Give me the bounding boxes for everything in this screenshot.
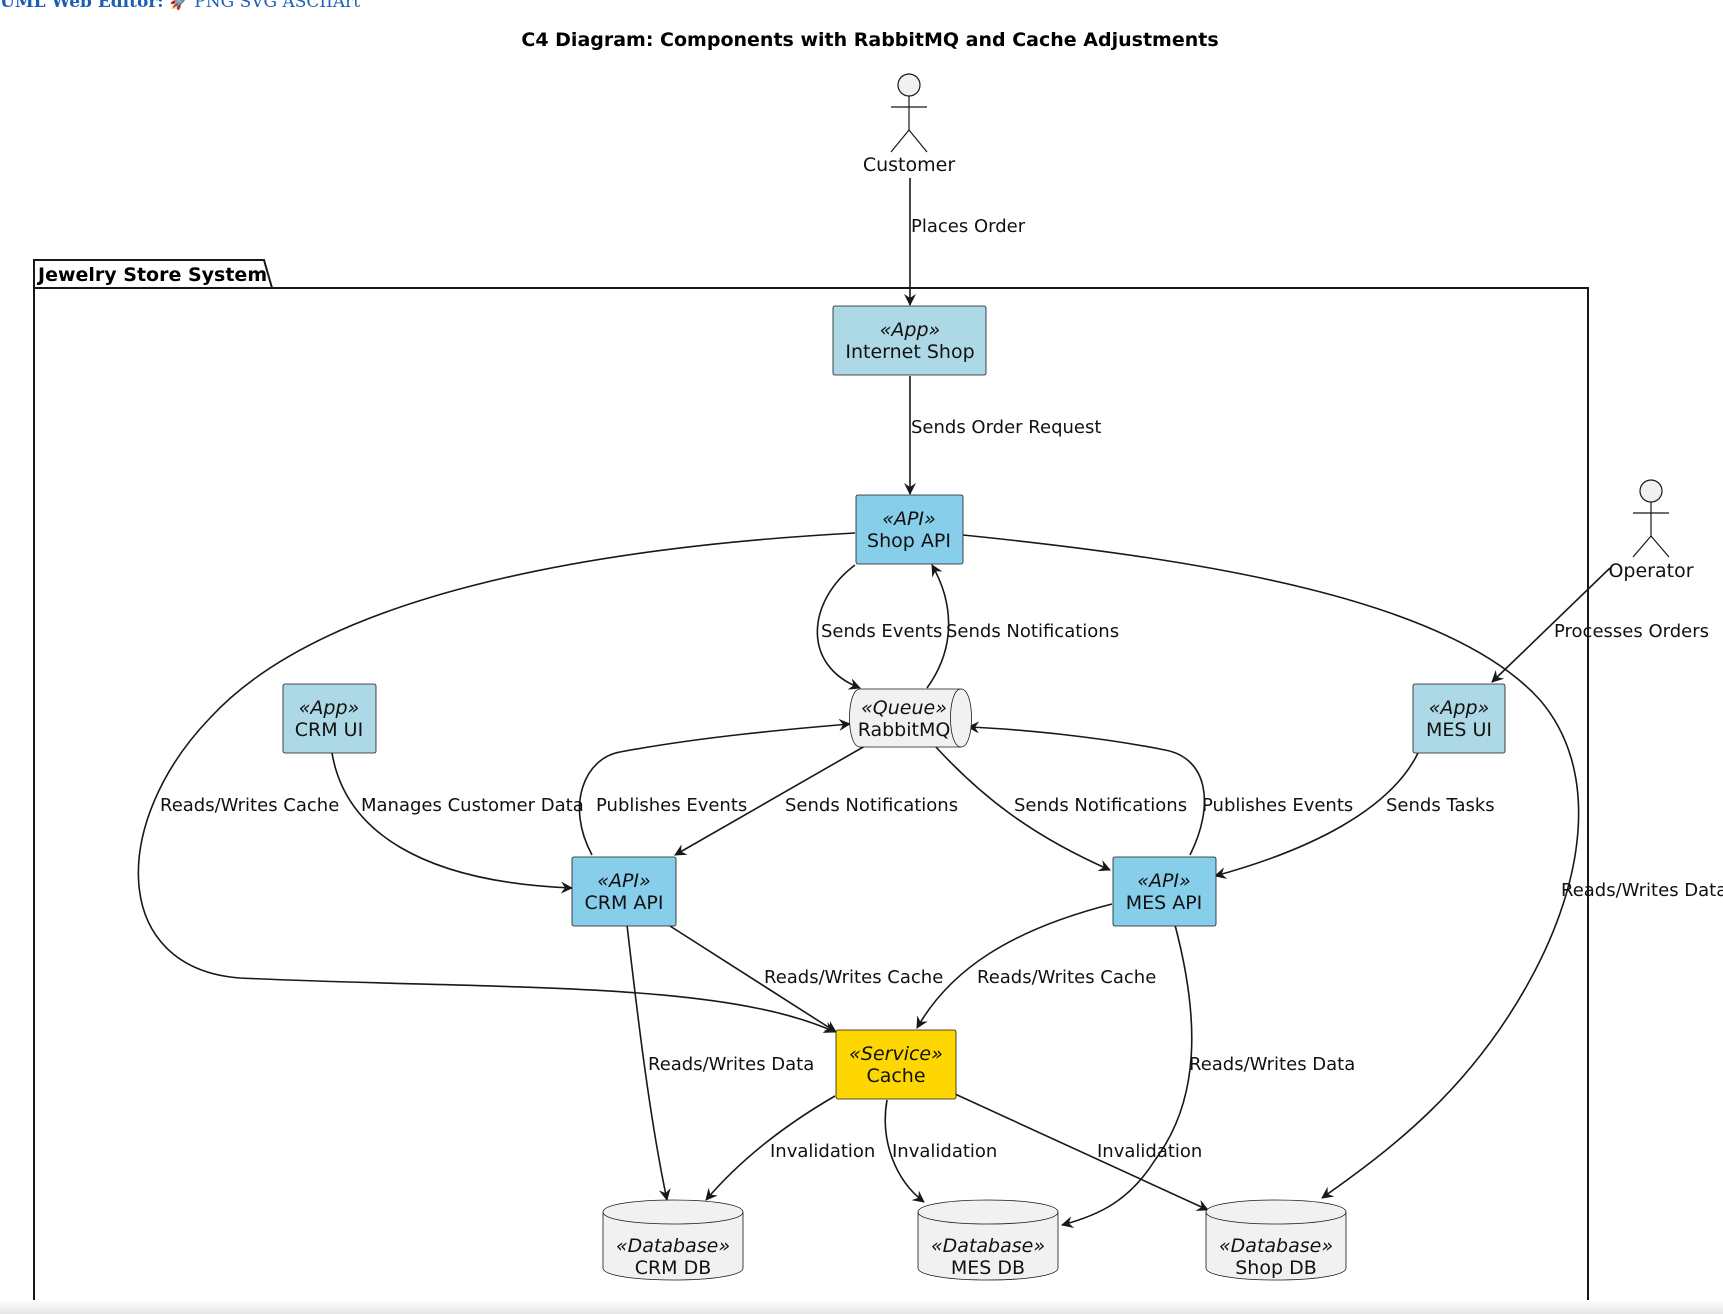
edge-sends-tasks bbox=[1214, 752, 1419, 879]
node-cache[interactable]: «Service» Cache bbox=[835, 1029, 957, 1100]
export-links[interactable]: PNG SVG ASCIIArt bbox=[194, 0, 361, 12]
edge-crm-db bbox=[626, 924, 671, 1201]
edge-shop-cache bbox=[137, 532, 856, 1033]
label-crm-cache: Reads/Writes Cache bbox=[764, 967, 943, 988]
rabbitmq-name: RabbitMQ bbox=[858, 719, 951, 741]
node-mes-db[interactable]: «Database» MES DB bbox=[917, 1199, 1059, 1281]
label-mes-db: Reads/Writes Data bbox=[1189, 1054, 1355, 1075]
shop-db-stereotype: «Database» bbox=[1219, 1235, 1333, 1257]
label-mes-publishes-events: Publishes Events bbox=[1202, 795, 1353, 816]
edge-crm-cache bbox=[669, 925, 837, 1033]
label-shop-cache: Reads/Writes Cache bbox=[160, 795, 339, 816]
label-inv-shop: Invalidation bbox=[1097, 1141, 1202, 1162]
bottom-shadow bbox=[0, 1300, 1723, 1314]
crm-db-stereotype: «Database» bbox=[616, 1235, 730, 1257]
crm-ui-stereotype: «App» bbox=[299, 697, 360, 719]
diagram-title: C4 Diagram: Components with RabbitMQ and… bbox=[521, 29, 1218, 51]
label-crm-publishes-events: Publishes Events bbox=[596, 795, 747, 816]
edge-inv-mes bbox=[884, 1099, 925, 1203]
editor-link[interactable]: UML Web Editor: bbox=[0, 0, 164, 12]
node-mes-api[interactable]: «API» MES API bbox=[1112, 856, 1217, 927]
internet-shop-stereotype: «App» bbox=[880, 319, 941, 341]
mes-ui-name: MES UI bbox=[1426, 719, 1492, 741]
label-crm-db: Reads/Writes Data bbox=[648, 1054, 814, 1075]
label-inv-mes: Invalidation bbox=[892, 1141, 997, 1162]
label-queue-notifies-shop: Sends Notifications bbox=[946, 621, 1119, 642]
mes-db-name: MES DB bbox=[951, 1257, 1025, 1279]
mes-api-stereotype: «API» bbox=[1137, 870, 1191, 892]
mes-db-stereotype: «Database» bbox=[931, 1235, 1045, 1257]
label-places-order: Places Order bbox=[911, 216, 1026, 237]
package-label: Jewelry Store System bbox=[36, 264, 267, 286]
label-shop-db: Reads/Writes Data bbox=[1561, 880, 1723, 901]
rocket-icon: 🚀 bbox=[169, 0, 189, 11]
label-mes-cache: Reads/Writes Cache bbox=[977, 967, 1156, 988]
cache-stereotype: «Service» bbox=[849, 1043, 943, 1065]
actor-operator-label: Operator bbox=[1608, 560, 1693, 582]
crm-ui-name: CRM UI bbox=[295, 719, 363, 741]
shop-db-name: Shop DB bbox=[1235, 1257, 1317, 1279]
node-crm-api[interactable]: «API» CRM API bbox=[571, 856, 677, 927]
edge-mes-cache bbox=[916, 903, 1113, 1029]
edges bbox=[137, 178, 1611, 1229]
crm-api-stereotype: «API» bbox=[597, 870, 651, 892]
node-crm-db[interactable]: «Database» CRM DB bbox=[602, 1199, 744, 1281]
shop-api-stereotype: «API» bbox=[882, 508, 936, 530]
node-crm-ui[interactable]: «App» CRM UI bbox=[282, 683, 377, 754]
shop-api-name: Shop API bbox=[867, 530, 951, 552]
label-sends-order-request: Sends Order Request bbox=[911, 417, 1101, 438]
edge-queue-notifies-crm bbox=[674, 745, 866, 856]
actor-operator[interactable] bbox=[1632, 479, 1670, 558]
edge-inv-crm bbox=[705, 1095, 836, 1201]
crm-db-name: CRM DB bbox=[635, 1257, 712, 1279]
edge-labels: Places Order Sends Order Request Sends E… bbox=[160, 216, 1723, 1162]
label-shop-sends-events: Sends Events bbox=[821, 621, 942, 642]
crm-api-name: CRM API bbox=[585, 892, 664, 914]
edge-manages-customer-data bbox=[331, 752, 573, 894]
edge-inv-shop bbox=[954, 1093, 1209, 1211]
label-inv-crm: Invalidation bbox=[770, 1141, 875, 1162]
edge-shop-sends-events bbox=[816, 564, 861, 690]
node-shop-api[interactable]: «API» Shop API bbox=[855, 494, 964, 565]
edge-shop-db bbox=[962, 534, 1580, 1199]
actor-customer[interactable] bbox=[890, 73, 928, 153]
mes-api-name: MES API bbox=[1126, 892, 1203, 914]
label-queue-notifies-mes: Sends Notifications bbox=[1014, 795, 1187, 816]
edge-crm-publishes-events bbox=[578, 718, 851, 856]
node-rabbitmq[interactable]: «Queue» RabbitMQ bbox=[849, 688, 972, 748]
label-processes-orders: Processes Orders bbox=[1554, 621, 1709, 642]
label-manages-customer-data: Manages Customer Data bbox=[361, 795, 584, 816]
rabbitmq-stereotype: «Queue» bbox=[861, 697, 947, 719]
label-queue-notifies-crm: Sends Notifications bbox=[785, 795, 958, 816]
edge-mes-publishes-events bbox=[967, 721, 1206, 856]
internet-shop-name: Internet Shop bbox=[845, 341, 974, 363]
cache-name: Cache bbox=[866, 1065, 925, 1087]
mes-ui-stereotype: «App» bbox=[1429, 697, 1490, 719]
node-mes-ui[interactable]: «App» MES UI bbox=[1412, 683, 1506, 754]
node-shop-db[interactable]: «Database» Shop DB bbox=[1205, 1199, 1347, 1281]
label-sends-tasks: Sends Tasks bbox=[1386, 795, 1495, 816]
edge-queue-notifies-mes bbox=[934, 745, 1111, 872]
node-internet-shop[interactable]: «App» Internet Shop bbox=[832, 305, 987, 376]
edge-mes-db bbox=[1061, 924, 1193, 1229]
edge-processes-orders bbox=[1491, 567, 1611, 683]
top-links-bar: UML Web Editor: 🚀 PNG SVG ASCIIArt bbox=[0, 0, 360, 14]
actor-customer-label: Customer bbox=[863, 154, 955, 176]
edge-queue-notifies-shop bbox=[926, 564, 950, 689]
